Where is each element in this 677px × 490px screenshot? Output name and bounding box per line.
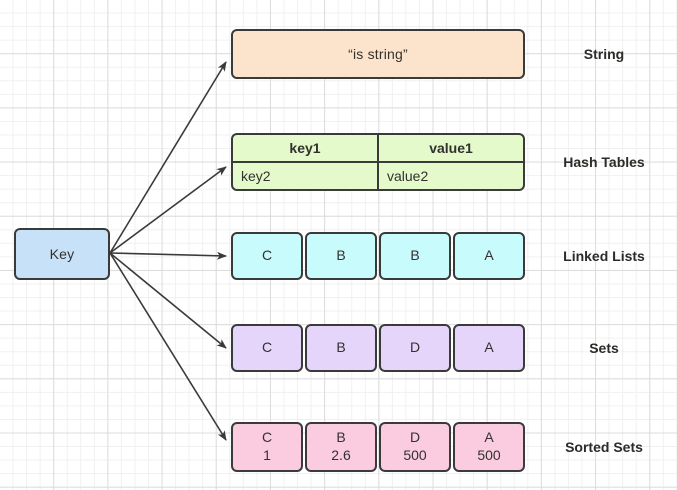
key-node-label: Key	[49, 246, 75, 262]
arrow-key-to-list	[109, 251, 227, 260]
list-cell-value: B	[336, 247, 346, 264]
sorted-set-cell[interactable]: C 1	[231, 422, 303, 472]
string-value-label: “is string”	[348, 46, 408, 62]
row-label-string: String	[543, 29, 665, 79]
sorted-set-cell[interactable]: A 500	[453, 422, 525, 472]
set-cell-value: D	[409, 339, 421, 356]
sorted-set-cell-score: 500	[477, 447, 501, 463]
sorted-set-cell[interactable]: B 2.6	[305, 422, 377, 472]
sorted-set-cell[interactable]: D 500	[379, 422, 451, 472]
arrow-key-to-hash	[109, 166, 227, 254]
sorted-set-strip: C 1 B 2.6 D 500 A 500	[231, 422, 525, 472]
string-value-node[interactable]: “is string”	[231, 29, 525, 79]
set-cell[interactable]: A	[453, 324, 525, 372]
list-cell[interactable]: C	[231, 232, 303, 280]
row-label-sorted-sets: Sorted Sets	[543, 422, 665, 472]
arrow-key-to-zset	[109, 252, 227, 441]
row-label-sets-text: Sets	[589, 340, 619, 356]
linked-list-strip: C B B A	[231, 232, 525, 280]
set-cell-value: C	[261, 339, 273, 356]
row-label-linked-lists-text: Linked Lists	[563, 248, 645, 264]
sorted-set-cell-value: A	[484, 429, 494, 446]
sorted-set-cell-value: D	[409, 429, 421, 446]
key-node[interactable]: Key	[14, 228, 110, 280]
hash-table-node[interactable]: key1 value1 key2 value2	[231, 133, 525, 191]
row-label-hash-tables-text: Hash Tables	[563, 154, 645, 170]
set-cell-value: B	[336, 339, 346, 356]
set-cell[interactable]: B	[305, 324, 377, 372]
hash-body-row: key2 value2	[233, 163, 523, 189]
list-cell[interactable]: B	[379, 232, 451, 280]
list-cell[interactable]: A	[453, 232, 525, 280]
set-cell[interactable]: D	[379, 324, 451, 372]
row-label-linked-lists: Linked Lists	[543, 232, 665, 280]
sorted-set-cell-score: 2.6	[331, 447, 351, 463]
set-cell-value: A	[484, 339, 494, 356]
row-label-sorted-sets-text: Sorted Sets	[565, 439, 643, 455]
hash-header-value: value1	[429, 140, 473, 156]
sorted-set-cell-value: C	[261, 429, 273, 446]
hash-body-key: key2	[233, 163, 379, 189]
sorted-set-cell-score: 1	[263, 447, 271, 463]
list-cell[interactable]: B	[305, 232, 377, 280]
list-cell-value: C	[261, 247, 273, 264]
hash-header-row: key1 value1	[233, 135, 523, 163]
row-label-string-text: String	[583, 46, 625, 62]
set-strip: C B D A	[231, 324, 525, 372]
set-cell[interactable]: C	[231, 324, 303, 372]
row-label-sets: Sets	[543, 324, 665, 372]
list-cell-value: A	[484, 247, 494, 264]
arrow-key-to-set	[109, 252, 227, 349]
hash-header-key: key1	[233, 135, 379, 161]
sorted-set-cell-score: 500	[403, 447, 427, 463]
row-label-hash-tables: Hash Tables	[543, 133, 665, 191]
arrow-key-to-string	[109, 61, 227, 254]
hash-body-value: value2	[387, 168, 429, 184]
list-cell-value: B	[410, 247, 420, 264]
sorted-set-cell-value: B	[336, 429, 346, 446]
